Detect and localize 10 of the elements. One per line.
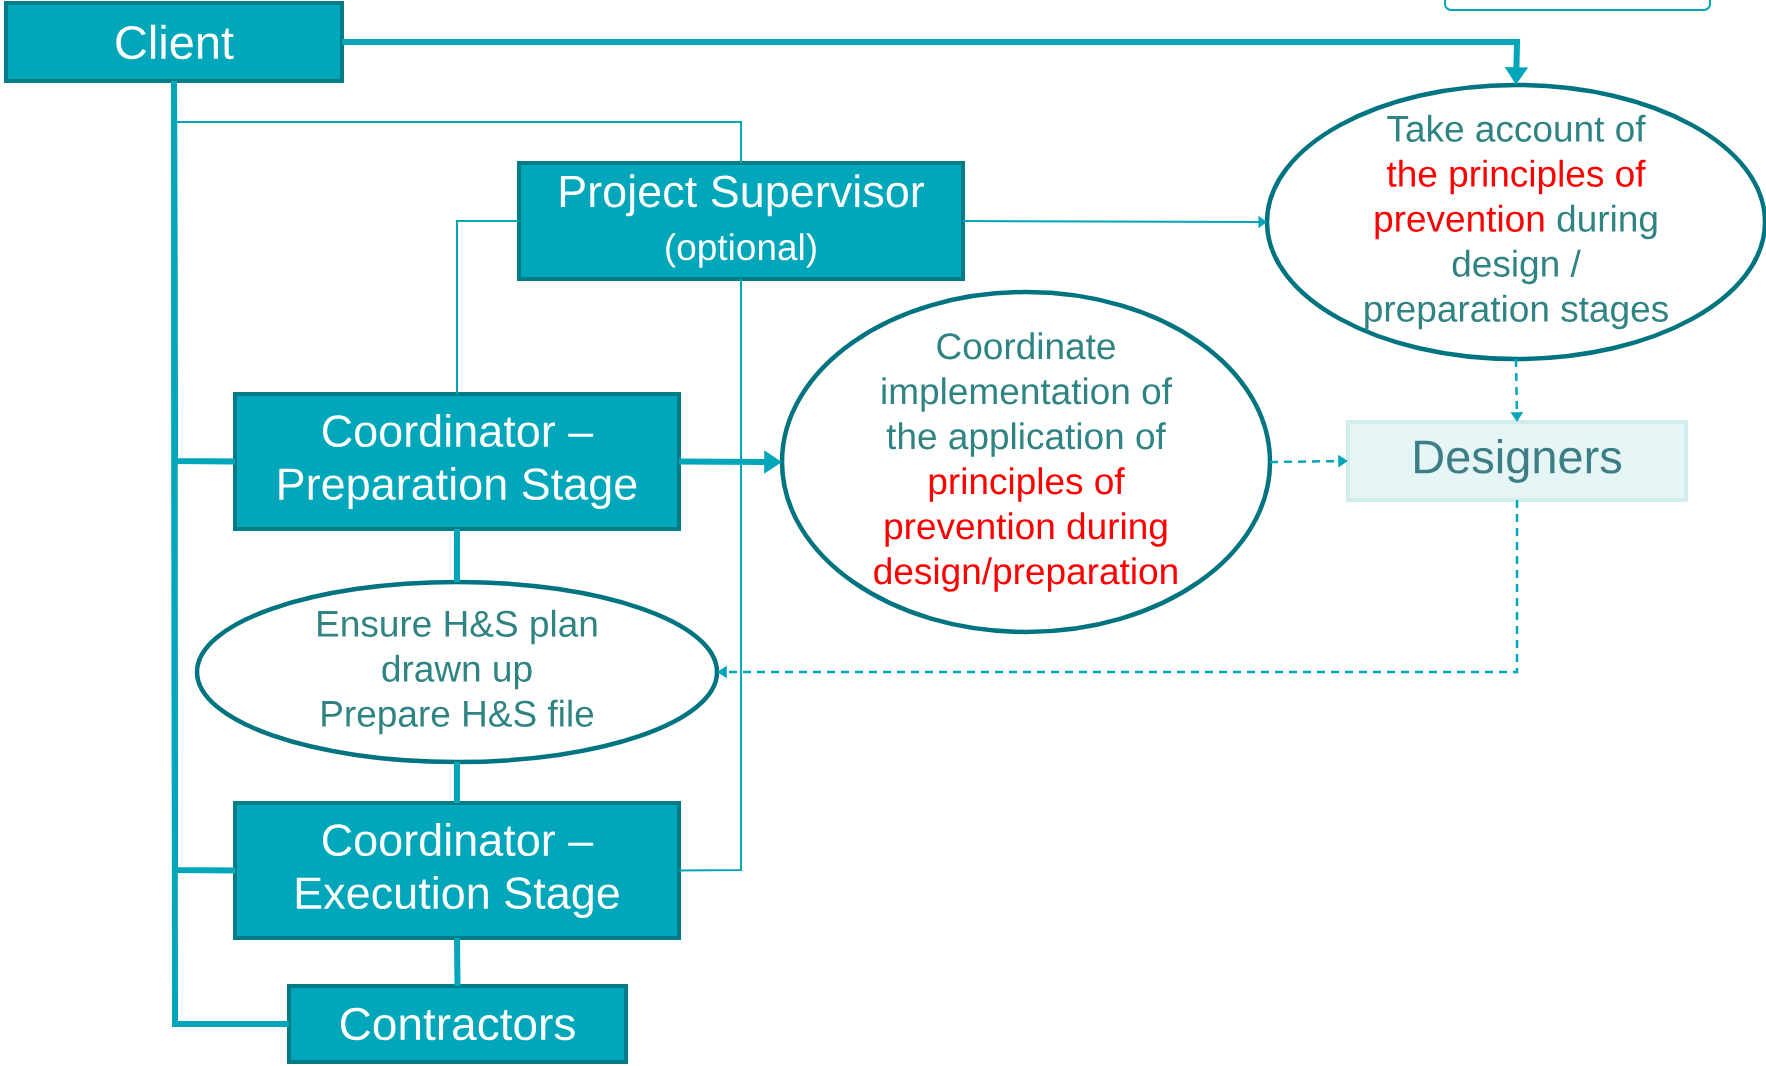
role-box: Client: [4, 1, 344, 83]
connector-line: [456, 220, 520, 395]
connector-line: [454, 937, 461, 987]
designers-box: Designers: [1346, 420, 1688, 502]
connector-line: [173, 80, 742, 164]
role-box: Contractors: [287, 984, 628, 1064]
connector-line: [678, 278, 742, 872]
role-box: Project Supervisor (optional): [517, 161, 965, 281]
role-box: Coordinator – Execution Stage: [233, 801, 681, 940]
role-box: Coordinator – Preparation Stage: [233, 392, 681, 531]
